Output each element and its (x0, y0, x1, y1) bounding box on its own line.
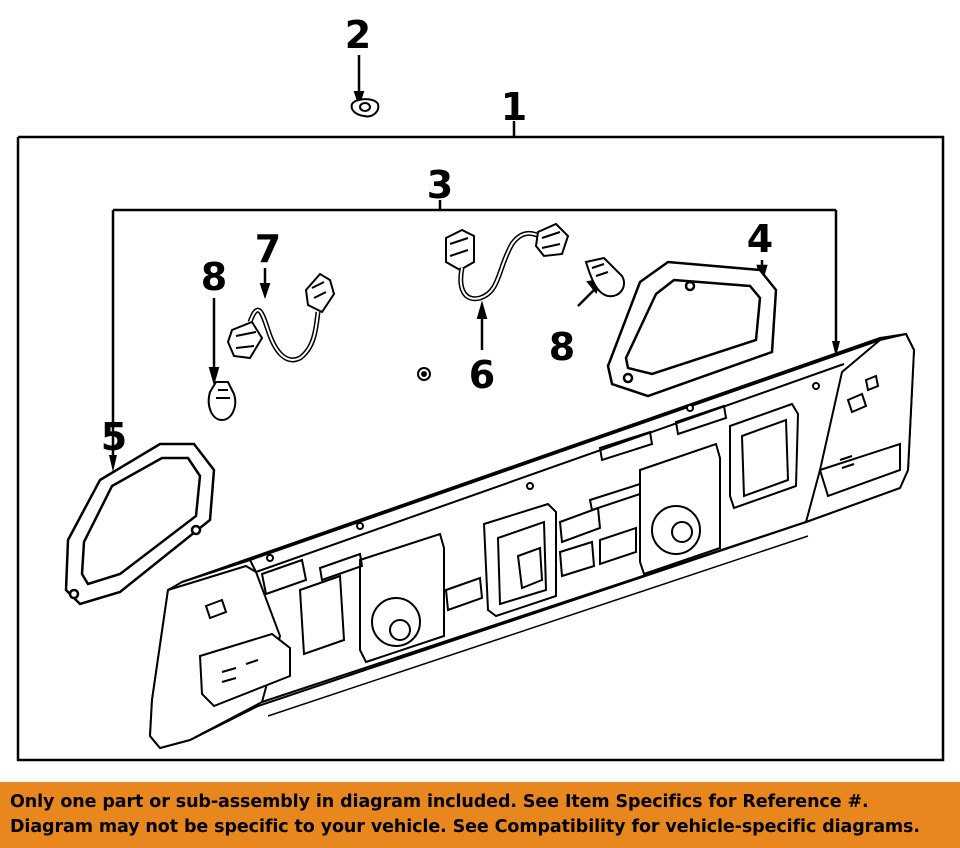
grommet-part (417, 367, 431, 381)
assembly-frame (16, 135, 945, 762)
callout-2: 2 (345, 13, 371, 57)
callout-8-left: 8 (201, 255, 227, 299)
gasket-left (64, 442, 216, 606)
disclaimer-banner: Only one part or sub-assembly in diagram… (0, 782, 960, 848)
callout-6: 6 (469, 353, 495, 397)
callout-3-bracket (111, 200, 838, 460)
bulb-left (207, 298, 237, 422)
disclaimer-line-1: Only one part or sub-assembly in diagram… (10, 792, 869, 812)
socket-wire-left (226, 268, 336, 363)
bulb-right (577, 256, 626, 307)
rear-finish-panel (148, 332, 916, 750)
callout-8-right: 8 (549, 325, 575, 369)
disclaimer-line-2: Diagram may not be specific to your vehi… (10, 817, 920, 837)
parts-diagram: 1 2 3 4 5 6 7 8 8 (16, 13, 945, 762)
callout-4: 4 (747, 217, 773, 261)
callout-1: 1 (501, 85, 527, 129)
clip-part (350, 55, 380, 118)
socket-wire-center (445, 222, 570, 350)
callout-3: 3 (427, 163, 453, 207)
gasket-right (606, 260, 778, 398)
callout-7: 7 (255, 227, 281, 271)
callout-5: 5 (101, 415, 127, 459)
